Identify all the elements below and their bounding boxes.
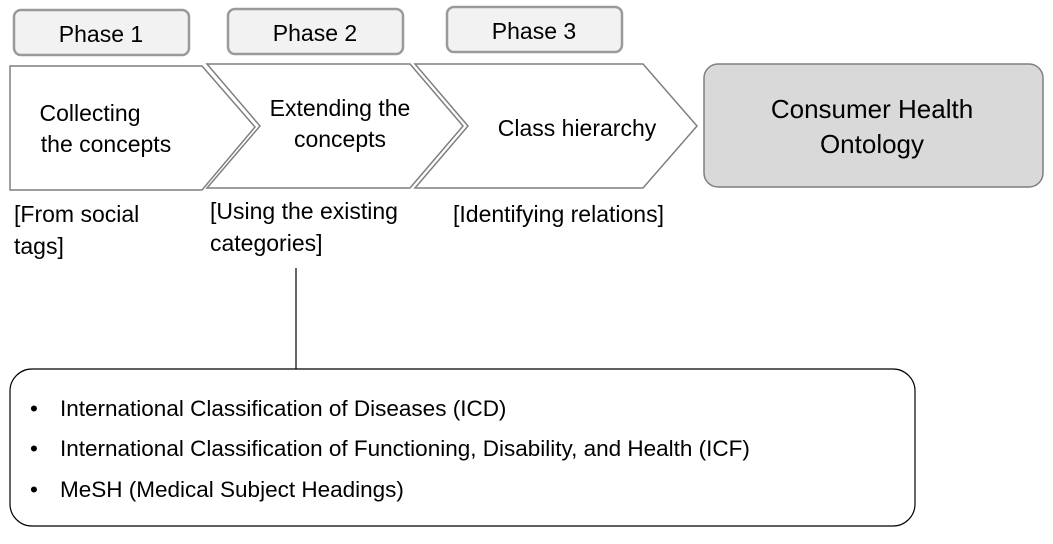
- phase-2-label: Phase 2: [226, 7, 405, 56]
- phase-1-note-line-2: tags]: [14, 233, 64, 259]
- phase-1-step-line-1: Collecting: [40, 100, 141, 126]
- phase-1-note-line-1: [From social: [14, 201, 139, 227]
- phase-3-label: Phase 3: [445, 5, 624, 54]
- bullet-icon: •: [30, 396, 38, 421]
- phase-1-note: [From social tags]: [14, 201, 139, 259]
- phase-2-note-line-1: [Using the existing: [210, 198, 398, 224]
- phase-3-note-line-1: [Identifying relations]: [453, 201, 664, 227]
- result-line-2: Ontology: [820, 129, 924, 159]
- phase-1-label: Phase 1: [12, 8, 191, 57]
- phase-1-step: Collecting the concepts: [9, 65, 256, 191]
- list-item-text: International Classification of Function…: [60, 436, 750, 461]
- phase-2-step: Extending the concepts: [205, 63, 464, 189]
- phase-3-note: [Identifying relations]: [453, 201, 664, 227]
- phase-1-step-line-2: the concepts: [41, 131, 171, 157]
- list-item: • International Classification of Functi…: [30, 436, 750, 461]
- existing-categories-box: • International Classification of Diseas…: [9, 368, 916, 527]
- phase-2-note-line-2: categories]: [210, 230, 323, 256]
- bullet-icon: •: [30, 477, 38, 502]
- phase-1-label-text: Phase 1: [59, 21, 143, 47]
- phase-2-label-text: Phase 2: [273, 20, 357, 46]
- phase-3-step-line-1: Class hierarchy: [498, 115, 657, 141]
- result-box: Consumer Health Ontology: [703, 63, 1044, 188]
- list-item: • MeSH (Medical Subject Headings): [30, 477, 404, 502]
- list-item-text: MeSH (Medical Subject Headings): [60, 477, 404, 502]
- phase-2-step-line-1: Extending the: [270, 95, 411, 121]
- phase-3-label-text: Phase 3: [492, 18, 576, 44]
- phase-2-note: [Using the existing categories]: [210, 198, 398, 256]
- result-line-1: Consumer Health: [771, 94, 973, 124]
- phase-3-step: Class hierarchy: [413, 63, 698, 189]
- list-item: • International Classification of Diseas…: [30, 396, 506, 421]
- bullet-icon: •: [30, 436, 38, 461]
- list-item-text: International Classification of Diseases…: [60, 396, 506, 421]
- phase-2-step-line-2: concepts: [294, 126, 386, 152]
